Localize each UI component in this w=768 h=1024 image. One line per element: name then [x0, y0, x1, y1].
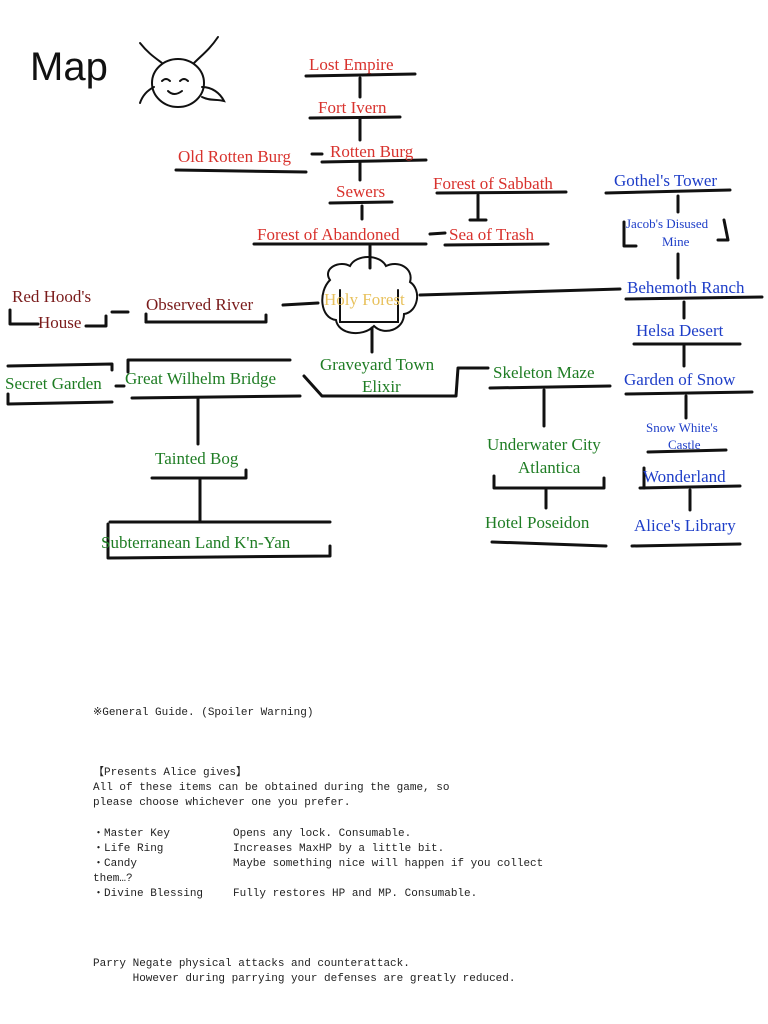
general-guide: ※General Guide. (Spoiler Warning) 【Prese…: [93, 706, 653, 987]
location-helsa-desert[interactable]: Helsa Desert: [636, 321, 724, 340]
presents-intro-line-1: All of these items can be obtained durin…: [93, 782, 450, 794]
location-old-rotten-burg[interactable]: Old Rotten Burg: [178, 147, 292, 166]
item-name: ・Divine Blessing: [93, 888, 204, 900]
parry-line-2: However during parrying your defenses ar…: [93, 973, 516, 985]
item-name: ・Life Ring: [93, 843, 164, 855]
location-great-wilhelm-bridge[interactable]: Great Wilhelm Bridge: [125, 369, 276, 388]
location-skeleton-maze[interactable]: Skeleton Maze: [493, 363, 595, 382]
item-desc: Fully restores HP and MP. Consumable.: [233, 888, 478, 900]
location-red-hoods-house-line2: House: [38, 313, 81, 332]
world-map: Map: [5, 36, 764, 560]
item-desc: Maybe something nice will happen if you …: [233, 858, 544, 870]
location-gothels-tower[interactable]: Gothel's Tower: [614, 171, 717, 190]
location-snow-whites-castle-line2: Castle: [668, 437, 701, 452]
location-tainted-bog[interactable]: Tainted Bog: [155, 449, 239, 468]
item-desc: Increases MaxHP by a little bit.: [233, 843, 445, 855]
location-graveyard-town-elixir[interactable]: Graveyard Town: [320, 355, 435, 374]
location-garden-of-snow[interactable]: Garden of Snow: [624, 370, 736, 389]
presents-intro-line-2: please choose whichever one you prefer.: [93, 797, 351, 809]
item-desc: Opens any lock. Consumable.: [233, 828, 412, 840]
location-graveyard-town-elixir-line2: Elixir: [362, 377, 401, 396]
item-desc-continued: them…?: [93, 873, 133, 885]
location-labels: Lost Empire Fort Ivern Old Rotten Burg R…: [5, 55, 745, 552]
location-hotel-poseidon[interactable]: Hotel Poseidon: [485, 513, 590, 532]
location-subterranean-land[interactable]: Subterranean Land K'n-Yan: [101, 533, 291, 552]
location-jacobs-disused-mine-line2: Mine: [662, 234, 690, 249]
location-underwater-city-atlantica[interactable]: Underwater City: [487, 435, 601, 454]
location-alices-library[interactable]: Alice's Library: [634, 516, 736, 535]
guide-header: ※General Guide. (Spoiler Warning): [93, 707, 314, 719]
item-name: ・Master Key: [93, 828, 171, 840]
horned-creature-icon: [139, 36, 226, 108]
location-secret-garden[interactable]: Secret Garden: [5, 374, 102, 393]
location-forest-of-sabbath[interactable]: Forest of Sabbath: [433, 174, 553, 193]
location-jacobs-disused-mine[interactable]: Jacob's Disused: [626, 216, 709, 231]
location-holy-forest[interactable]: Holy Forest: [324, 290, 405, 309]
map-paths: [6, 72, 764, 560]
location-observed-river[interactable]: Observed River: [146, 295, 254, 314]
location-red-hoods-house[interactable]: Red Hood's: [12, 287, 91, 306]
location-behemoth-ranch[interactable]: Behemoth Ranch: [627, 278, 745, 297]
location-underwater-city-atlantica-line2: Atlantica: [518, 458, 581, 477]
map-title: Map: [30, 45, 108, 89]
location-sea-of-trash[interactable]: Sea of Trash: [449, 225, 535, 244]
location-forest-of-abandoned[interactable]: Forest of Abandoned: [257, 225, 400, 244]
location-wonderland[interactable]: Wonderland: [643, 467, 726, 486]
location-lost-empire[interactable]: Lost Empire: [309, 55, 394, 74]
presents-section-title: 【Presents Alice gives】: [93, 767, 248, 779]
location-fort-ivern[interactable]: Fort Ivern: [318, 98, 387, 117]
location-sewers[interactable]: Sewers: [336, 182, 385, 201]
item-row: ・Candy Maybe something nice will happen i…: [93, 857, 653, 872]
item-name: ・Candy: [93, 858, 138, 870]
location-snow-whites-castle[interactable]: Snow White's: [646, 420, 718, 435]
location-rotten-burg[interactable]: Rotten Burg: [330, 142, 414, 161]
item-row: ・Master Key Opens any lock. Consumable.: [93, 827, 653, 842]
item-row: ・Life Ring Increases MaxHP by a little bi…: [93, 842, 653, 857]
item-row: ・Divine Blessing Fully restores HP and MP…: [93, 887, 653, 902]
parry-line-1: Parry Negate physical attacks and counte…: [93, 958, 410, 970]
